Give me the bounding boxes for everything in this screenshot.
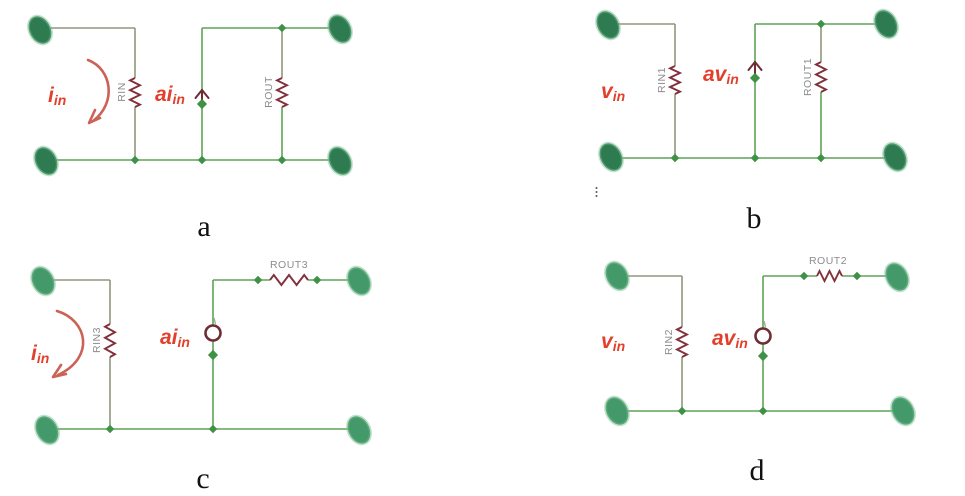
source-node-dot bbox=[749, 72, 761, 84]
circuit-a: RIN ROUT iin aiin a bbox=[27, 13, 353, 243]
input-signal-label: vin bbox=[601, 80, 625, 104]
junction-dot bbox=[816, 19, 826, 29]
subfigure-caption-c: c bbox=[196, 462, 209, 495]
arrow-arc bbox=[55, 309, 85, 377]
source-node-dot bbox=[757, 350, 769, 362]
terminal-c-3 bbox=[346, 265, 372, 297]
resistor-rout1 bbox=[813, 61, 829, 93]
source-node-dot bbox=[207, 349, 219, 361]
dependent-current-source bbox=[194, 88, 210, 110]
terminal-b-1 bbox=[595, 9, 621, 41]
current-direction-arrow-icon bbox=[51, 309, 85, 379]
input-signal-label: vin bbox=[601, 330, 625, 354]
circuit-b: RIN1 ROUT1 vin avin b bbox=[595, 8, 908, 235]
gain-signal-label: avin bbox=[712, 327, 748, 351]
terminal-a-4 bbox=[327, 145, 353, 177]
terminal-d-4 bbox=[890, 395, 916, 427]
terminal-d-2 bbox=[604, 395, 630, 427]
gain-signal-label: aiin bbox=[155, 83, 185, 107]
resistor-label-rin3: RIN3 bbox=[91, 327, 103, 353]
resistor-rout bbox=[274, 77, 290, 108]
terminal-b-2 bbox=[598, 141, 624, 173]
junction-dot bbox=[852, 271, 862, 281]
subfigure-caption-b: b bbox=[747, 202, 762, 235]
terminal-c-2 bbox=[34, 414, 60, 446]
subfigure-caption-a: a bbox=[197, 210, 210, 243]
resistor-label-rin2: RIN2 bbox=[663, 329, 675, 355]
terminal-b-3 bbox=[873, 8, 899, 40]
junction-dot bbox=[130, 155, 140, 165]
junction-dot bbox=[277, 23, 287, 33]
terminal-d-1 bbox=[604, 260, 630, 292]
junction-dot bbox=[253, 275, 263, 285]
junction-dot bbox=[816, 153, 826, 163]
gain-signal-label: avin bbox=[703, 63, 739, 87]
source-tick-mark bbox=[213, 317, 217, 325]
junction-dot bbox=[277, 155, 287, 165]
scan-artifact-dot bbox=[595, 187, 598, 189]
arrow-head bbox=[87, 108, 102, 125]
resistor-rin1 bbox=[667, 65, 683, 95]
junction-dot bbox=[670, 153, 680, 163]
resistor-label-rout3: ROUT3 bbox=[270, 259, 308, 271]
subfigure-caption-d: d bbox=[750, 454, 765, 487]
junction-dot bbox=[208, 424, 218, 434]
current-arrow-head-icon bbox=[194, 88, 210, 99]
resistor-rout3 bbox=[269, 273, 309, 287]
terminal-b-4 bbox=[882, 141, 908, 173]
terminal-a-3 bbox=[327, 13, 353, 45]
resistor-rout2 bbox=[816, 268, 843, 284]
terminal-a-2 bbox=[33, 145, 59, 177]
input-signal-label: iin bbox=[31, 342, 49, 366]
junction-dot bbox=[758, 406, 768, 416]
resistor-rin3 bbox=[103, 323, 117, 358]
resistor-label-rout: ROUT bbox=[263, 76, 275, 108]
voltage-source-circle-icon bbox=[204, 324, 222, 342]
scan-artifact-dot bbox=[595, 191, 598, 193]
junction-dot bbox=[677, 406, 687, 416]
junction-dot bbox=[197, 155, 207, 165]
voltage-source-circle-icon bbox=[754, 327, 772, 345]
source-node-dot bbox=[196, 98, 208, 110]
resistor-label-rin: RIN bbox=[116, 82, 128, 102]
terminal-c-4 bbox=[346, 414, 372, 446]
current-arrow-head-icon bbox=[747, 60, 763, 71]
current-direction-arrow-icon bbox=[86, 58, 110, 125]
resistor-rin bbox=[127, 77, 143, 108]
junction-dot bbox=[799, 271, 809, 281]
resistor-label-rout1: ROUT1 bbox=[802, 58, 814, 96]
input-signal-label: iin bbox=[48, 84, 66, 108]
junction-dot bbox=[750, 153, 760, 163]
resistor-rin2 bbox=[674, 326, 690, 358]
terminal-d-3 bbox=[884, 261, 910, 293]
source-tick-mark bbox=[763, 320, 767, 328]
arrow-head bbox=[51, 363, 68, 379]
resistor-label-rin1: RIN1 bbox=[656, 67, 668, 93]
dependent-voltage-source bbox=[754, 320, 772, 362]
dependent-voltage-source bbox=[204, 317, 222, 361]
dependent-current-source bbox=[747, 60, 763, 84]
gain-signal-label: aiin bbox=[160, 326, 190, 350]
junction-dot bbox=[312, 275, 322, 285]
terminal-c-1 bbox=[30, 265, 56, 297]
resistor-label-rout2: ROUT2 bbox=[809, 255, 847, 267]
junction-dot bbox=[105, 424, 115, 434]
terminal-a-1 bbox=[27, 14, 53, 46]
scan-artifact-dot bbox=[595, 195, 598, 197]
arrow-arc bbox=[86, 58, 110, 123]
